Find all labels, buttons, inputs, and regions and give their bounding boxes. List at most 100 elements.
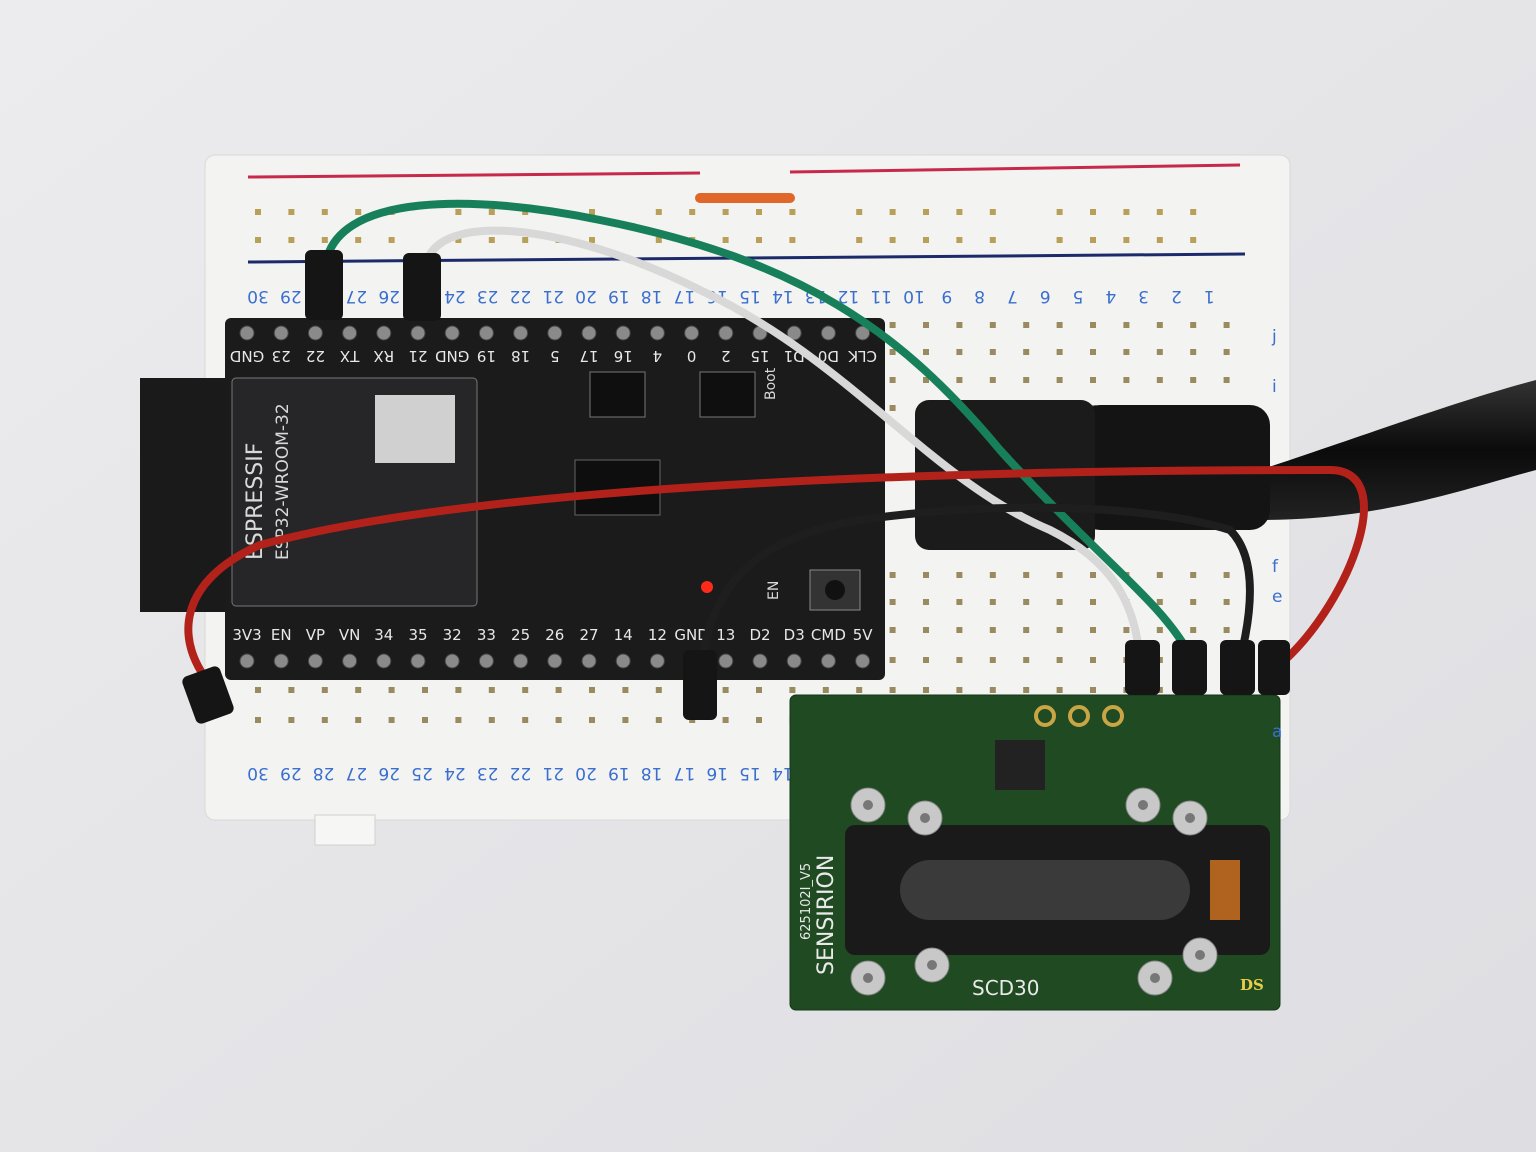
pin-label: 2: [721, 347, 731, 365]
pin-label: 35: [408, 626, 427, 644]
hole: [1156, 627, 1163, 633]
row-letter: f: [1272, 557, 1279, 577]
hole: [1056, 377, 1063, 383]
column-number: 20: [575, 286, 597, 306]
hole: [889, 687, 896, 693]
pin-label: 27: [579, 626, 598, 644]
hole: [923, 572, 929, 578]
pin-label: D0: [818, 347, 839, 365]
column-number: 19: [608, 763, 630, 783]
hole: [1023, 572, 1030, 578]
hole: [1156, 349, 1163, 355]
sensor-marking: DS: [1240, 976, 1264, 994]
hole: [956, 687, 963, 693]
pin-label: CLK: [847, 347, 877, 365]
white-wire: [421, 226, 1144, 664]
header-pin: [444, 653, 460, 669]
header-pin: [273, 325, 289, 341]
hole: [422, 717, 428, 723]
header-pin: [547, 653, 563, 669]
hole: [622, 717, 629, 723]
hole: [355, 687, 362, 693]
rail-hole: [889, 209, 896, 215]
hole: [1056, 572, 1063, 578]
hole: [789, 687, 796, 693]
column-number: 16: [706, 763, 728, 783]
column-number: 17: [674, 286, 696, 306]
hole: [488, 717, 495, 723]
hole: [1090, 349, 1096, 355]
row-letter: i: [1272, 377, 1277, 397]
hole: [488, 687, 495, 693]
hole: [589, 717, 595, 723]
hole: [1156, 377, 1163, 383]
breadboard-tab: [314, 814, 376, 846]
header-pin: [444, 325, 460, 341]
hole: [1156, 572, 1163, 578]
pin-label: RX: [373, 347, 394, 365]
rail-hole: [989, 237, 996, 243]
hole: [956, 322, 963, 328]
hole: [1190, 322, 1197, 328]
row-letter: j: [1271, 327, 1277, 347]
sensor-brand: SENSIRION: [814, 855, 839, 975]
hole: [455, 717, 462, 723]
rail-hole: [355, 209, 362, 215]
column-number: 18: [641, 763, 663, 783]
pin-label: GND: [674, 626, 708, 644]
hole: [1090, 322, 1096, 328]
sensor-part-number: 625102I_V5: [799, 863, 814, 940]
hole: [989, 322, 996, 328]
header-pin: [513, 653, 529, 669]
column-number: 12: [838, 286, 860, 306]
hole: [1123, 377, 1130, 383]
jumper-wires: [182, 199, 1368, 724]
column-number: 11: [870, 286, 892, 306]
hole: [1223, 349, 1230, 355]
rail-hole: [1190, 237, 1197, 243]
hole: [989, 572, 996, 578]
column-number: 23: [477, 763, 499, 783]
pin-label: 0: [687, 347, 697, 365]
header-pin: [684, 325, 700, 341]
hole: [1090, 572, 1096, 578]
hole: [622, 687, 629, 693]
hole: [722, 717, 729, 723]
column-number: 24: [444, 763, 466, 783]
hole: [522, 717, 529, 723]
pin-label: 21: [408, 347, 427, 365]
rail-hole: [722, 237, 729, 243]
column-number: 19: [608, 286, 630, 306]
rail-hole: [1123, 209, 1130, 215]
rail-hole: [321, 209, 328, 215]
row-letter: a: [1272, 722, 1282, 742]
column-number: 14: [772, 286, 794, 306]
pin-label: 5: [550, 347, 560, 365]
hole: [1190, 377, 1197, 383]
pin-label: 18: [511, 347, 530, 365]
pin-label: EN: [271, 626, 292, 644]
rail-hole: [1156, 209, 1163, 215]
hole: [889, 657, 896, 663]
pin-label: 25: [511, 626, 530, 644]
header-pin: [581, 325, 597, 341]
column-number: 22: [510, 763, 532, 783]
column-number: 25: [411, 763, 433, 783]
hole: [1090, 377, 1096, 383]
en-label: EN: [766, 581, 782, 600]
pin-label: 16: [614, 347, 633, 365]
hole: [388, 687, 395, 693]
pin-label: 15: [750, 347, 769, 365]
hole: [856, 687, 863, 693]
hole: [956, 572, 963, 578]
positive-rail-line: [247, 171, 701, 179]
hole: [1190, 627, 1197, 633]
header-pin: [410, 653, 426, 669]
pin-label: 3V3: [232, 626, 261, 644]
hole: [1023, 599, 1030, 605]
header-pin: [820, 653, 836, 669]
hole: [1190, 599, 1197, 605]
hole: [722, 687, 729, 693]
rail-hole: [789, 237, 796, 243]
